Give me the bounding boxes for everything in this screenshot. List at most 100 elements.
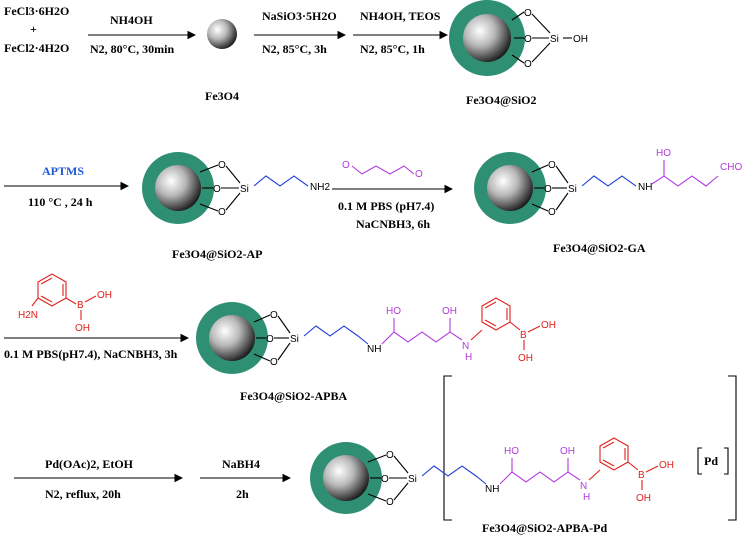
glutaraldehyde-chain: [651, 175, 719, 187]
pd-bracket-left: [697, 447, 702, 475]
bond: [393, 482, 409, 501]
bond: [31, 297, 39, 307]
atom-oxygen: O: [342, 160, 350, 171]
step2-reagent: NaSiO3·5H2O: [262, 9, 337, 23]
fe3o4-core-sphere: [487, 165, 533, 211]
bond: [527, 325, 541, 333]
step8-conditions: 2h: [236, 487, 249, 501]
atom-oxygen: O: [218, 207, 226, 218]
atom-hydroxyl: HO: [504, 446, 519, 457]
step7-conditions: N2, reflux, 20h: [45, 487, 121, 501]
fe3o4-core-sphere: [463, 14, 511, 62]
step2-conditions: N2, 85°C, 3h: [262, 42, 327, 56]
atom-silicon: Si: [568, 184, 577, 195]
bond: [509, 321, 521, 331]
propyl-chain: [421, 465, 487, 485]
atom-amine: NH: [367, 344, 381, 355]
reagent-fecl2: FeCl2·4H2O: [4, 41, 69, 55]
bond: [277, 315, 291, 334]
benzene-ring: [481, 297, 511, 331]
bond: [40, 277, 53, 285]
atom-oxygen: O: [270, 310, 278, 321]
atom-oxygen: O: [213, 184, 221, 195]
glutaraldehyde-chain: [499, 471, 581, 485]
bond: [627, 461, 639, 471]
step8-reagent: NaBH4: [222, 457, 260, 471]
benzene-ring: [599, 437, 629, 471]
bond: [484, 301, 497, 309]
bond: [277, 342, 291, 361]
step4-conditions: 110 °C , 24 h: [28, 195, 93, 209]
atom-oxygen: O: [266, 334, 274, 345]
bond: [511, 11, 525, 21]
bond: [588, 469, 601, 481]
atom-oxygen: O: [218, 160, 226, 171]
bond: [65, 297, 77, 305]
bond: [470, 329, 483, 341]
bond: [253, 353, 271, 362]
atom-hydrogen: H: [583, 492, 590, 503]
atom-amine: NH: [638, 182, 652, 193]
atom-aldehyde: CHO: [720, 162, 742, 173]
bond: [511, 54, 525, 64]
step3-conditions: N2, 85°C, 1h: [360, 42, 425, 56]
atom-amine-n: N: [462, 341, 469, 352]
product-fe3o4-sio2-ap: Fe3O4@SiO2-AP: [172, 247, 263, 261]
atom-hydroxyl: OH: [659, 460, 674, 471]
atom-amine: NH: [485, 484, 499, 495]
fe3o4-core-sphere: [209, 315, 255, 361]
reagent-fecl3: FeCl3·6H2O: [4, 4, 69, 18]
bond: [555, 192, 569, 211]
fe3o4-core-sphere: [323, 455, 369, 501]
step5-conditions-buffer: 0.1 M PBS (pH7.4): [338, 199, 434, 213]
step1-conditions: N2, 80°C, 30min: [90, 42, 174, 56]
palladium-label: Pd: [704, 454, 718, 468]
product-fe3o4-sio2-ga: Fe3O4@SiO2-GA: [553, 241, 646, 255]
step4-reagent: APTMS: [42, 164, 84, 178]
bond: [225, 165, 241, 184]
bond: [531, 203, 549, 212]
atom-silicon: Si: [408, 474, 417, 485]
bond: [602, 459, 615, 467]
atom-oxygen: O: [386, 450, 394, 461]
step7-reagent: Pd(OAc)2, EtOH: [45, 457, 134, 471]
atom-oxygen: O: [548, 207, 556, 218]
atom-oxygen: O: [386, 497, 394, 508]
atom-hydroxyl: OH: [573, 34, 588, 45]
product-fe3o4-sio2-apba: Fe3O4@SiO2-APBA: [240, 389, 347, 403]
atom-hydroxyl: OH: [518, 353, 533, 364]
bond: [40, 295, 53, 303]
left-bracket: [443, 375, 452, 521]
atom-boron: B: [638, 470, 645, 481]
propyl-chain: [253, 175, 309, 187]
atom-boron: B: [520, 330, 527, 341]
atom-amine-n: N: [580, 481, 587, 492]
propyl-chain: [303, 325, 369, 345]
product-fe3o4-sio2-apba-pd: Fe3O4@SiO2-APBA-Pd: [482, 521, 607, 535]
bond: [531, 164, 549, 173]
bond: [645, 465, 659, 473]
atom-amine: H2N: [18, 310, 38, 321]
fe3o4-core-sphere: [207, 19, 237, 49]
bond: [84, 295, 97, 303]
bond: [602, 441, 615, 449]
bond: [555, 165, 569, 184]
bond: [253, 314, 271, 323]
atom-oxygen: O: [415, 169, 423, 180]
atom-silicon: Si: [550, 34, 559, 45]
step5-conditions-reductant: NaCNBH3, 6h: [356, 217, 430, 231]
step6-conditions: 0.1 M PBS(pH7.4), NaCNBH3, 3h: [4, 347, 178, 361]
glutaraldehyde-chain: [381, 331, 463, 345]
atom-oxygen: O: [548, 160, 556, 171]
bond: [199, 203, 219, 212]
bond: [367, 493, 387, 502]
atom-hydroxyl: OH: [97, 290, 112, 301]
right-bracket: [728, 375, 737, 521]
step3-reagent: NH4OH, TEOS: [360, 9, 441, 23]
atom-boron: B: [77, 300, 84, 311]
pd-bracket-right: [724, 447, 729, 475]
atom-oxygen: O: [544, 184, 552, 195]
atom-silicon: Si: [290, 334, 299, 345]
product-fe3o4-sio2: Fe3O4@SiO2: [466, 93, 537, 107]
atom-hydroxyl: OH: [541, 320, 556, 331]
